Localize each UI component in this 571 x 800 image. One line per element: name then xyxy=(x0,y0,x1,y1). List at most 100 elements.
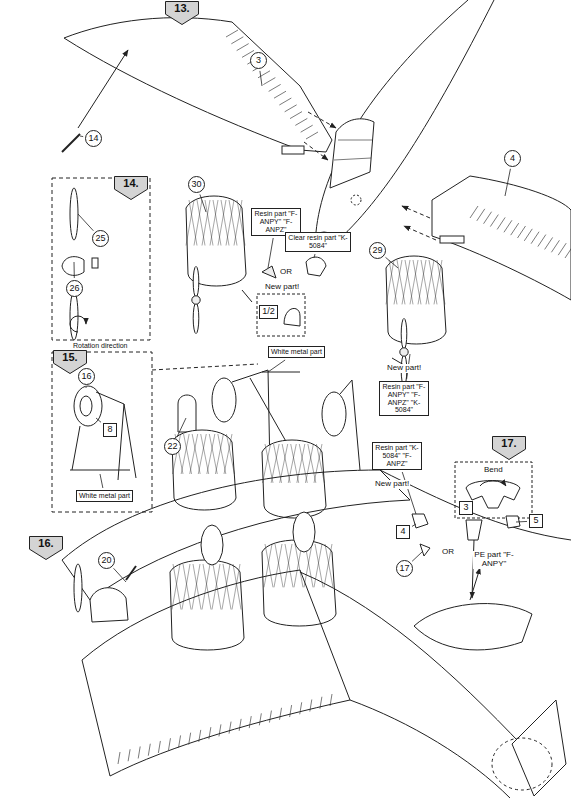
right-nacelle xyxy=(386,256,446,344)
bend-arrow xyxy=(480,481,506,486)
badge-outline xyxy=(493,437,526,460)
nacelle-mesh xyxy=(201,434,209,474)
step-number: 13. xyxy=(174,2,189,14)
canopy-frame xyxy=(338,140,372,141)
hatch-line xyxy=(269,84,281,91)
main-wheel xyxy=(212,378,236,422)
hatch-line xyxy=(511,223,519,235)
tailplane xyxy=(414,604,532,650)
nacelle-mesh xyxy=(218,200,226,246)
right-wing xyxy=(432,176,571,300)
step-badge: 17. xyxy=(492,436,526,460)
note-label: PE part "F-ANPY" xyxy=(473,551,515,569)
hatch-line xyxy=(330,694,332,706)
nacelle-mesh xyxy=(264,544,272,587)
hatch-line xyxy=(269,711,271,723)
main-wheel xyxy=(322,392,346,436)
pe-part xyxy=(412,514,428,528)
canopy-part xyxy=(284,308,300,326)
nacelle-mesh xyxy=(265,544,273,587)
nacelle-mesh xyxy=(291,444,299,483)
main-wheel xyxy=(201,525,223,565)
step-badge: 13. xyxy=(165,1,199,25)
part-square: 3 xyxy=(459,501,473,515)
hatch-line xyxy=(531,232,539,244)
hatch-line xyxy=(484,212,492,224)
note-text: Clear resin part "K-5084" xyxy=(288,234,348,249)
note-label: Bend xyxy=(483,466,504,475)
assembly-line xyxy=(402,206,430,218)
leader-line xyxy=(385,257,398,268)
hatch-line xyxy=(558,243,566,255)
leader-line xyxy=(78,214,93,231)
assembly-arrow xyxy=(78,50,128,128)
nacelle-mesh xyxy=(284,544,292,587)
wheel xyxy=(74,386,102,426)
hatch-line xyxy=(320,697,322,709)
badge-outline xyxy=(30,537,63,560)
leader-line xyxy=(314,254,315,258)
nacelle-mesh xyxy=(426,260,434,304)
hatch-line xyxy=(306,132,318,139)
hatch-line xyxy=(279,98,291,105)
hatch-line xyxy=(290,112,302,119)
tail-wheel-part xyxy=(420,544,430,556)
nacelle-mesh xyxy=(314,444,322,483)
callout-text: 5 xyxy=(533,516,538,526)
nacelle-mesh xyxy=(308,444,316,483)
hatch-line xyxy=(128,749,130,761)
nacelle-mesh xyxy=(233,564,241,610)
hatch-line xyxy=(249,716,251,728)
step-frame xyxy=(52,178,150,340)
callout-number: 20 xyxy=(98,552,115,569)
detail-circle xyxy=(492,738,552,790)
hatch-line xyxy=(239,719,241,731)
nacelle-mesh xyxy=(203,564,211,610)
leader-line xyxy=(200,194,206,212)
nacelle-mesh xyxy=(234,200,242,246)
nacelle-mesh xyxy=(181,434,189,474)
part-square: 8 xyxy=(103,423,117,437)
flap-part xyxy=(282,146,304,154)
nacelle-mesh xyxy=(402,260,410,304)
gear-struts xyxy=(70,392,136,480)
left-propeller-blade xyxy=(193,303,199,334)
propeller-blade xyxy=(70,188,78,240)
part-square: 1/2 xyxy=(259,305,278,319)
nacelle-view xyxy=(262,440,326,518)
leader-line xyxy=(177,418,186,437)
note-box: Resin part "K-5084" "F-ANPZ" xyxy=(372,442,422,470)
part-square: 5 xyxy=(529,514,543,528)
note-label: OR xyxy=(279,268,293,277)
nacelle-mesh xyxy=(210,200,218,246)
step-number: 17. xyxy=(501,437,516,449)
leader-line xyxy=(96,418,101,422)
hatch-line xyxy=(477,209,485,221)
nacelle-mesh xyxy=(198,434,206,474)
callout-text: 8 xyxy=(107,425,112,435)
gear-door-part xyxy=(178,395,196,432)
hub-part xyxy=(92,258,98,268)
right-propeller-blade xyxy=(401,318,407,349)
hatch-line xyxy=(189,733,191,745)
hatch-line xyxy=(290,705,292,717)
pe-part xyxy=(466,520,482,540)
callout-number: 25 xyxy=(92,230,109,247)
hatch-line xyxy=(310,700,312,712)
note-label: New part! xyxy=(264,283,300,292)
note-box: White metal part xyxy=(268,346,325,358)
inset-frame xyxy=(257,294,305,336)
nacelle-mesh xyxy=(282,444,290,483)
hatch-line xyxy=(524,229,532,241)
hatch-line xyxy=(301,125,313,132)
exhaust-part xyxy=(242,290,252,302)
hatch-line xyxy=(551,240,559,252)
note-box: Clear resin part "K-5084" xyxy=(285,232,351,252)
hatch-line xyxy=(168,738,170,750)
nacelle-mesh xyxy=(209,434,217,474)
wheel-hub xyxy=(80,396,92,416)
callout-text: 20 xyxy=(101,556,111,566)
